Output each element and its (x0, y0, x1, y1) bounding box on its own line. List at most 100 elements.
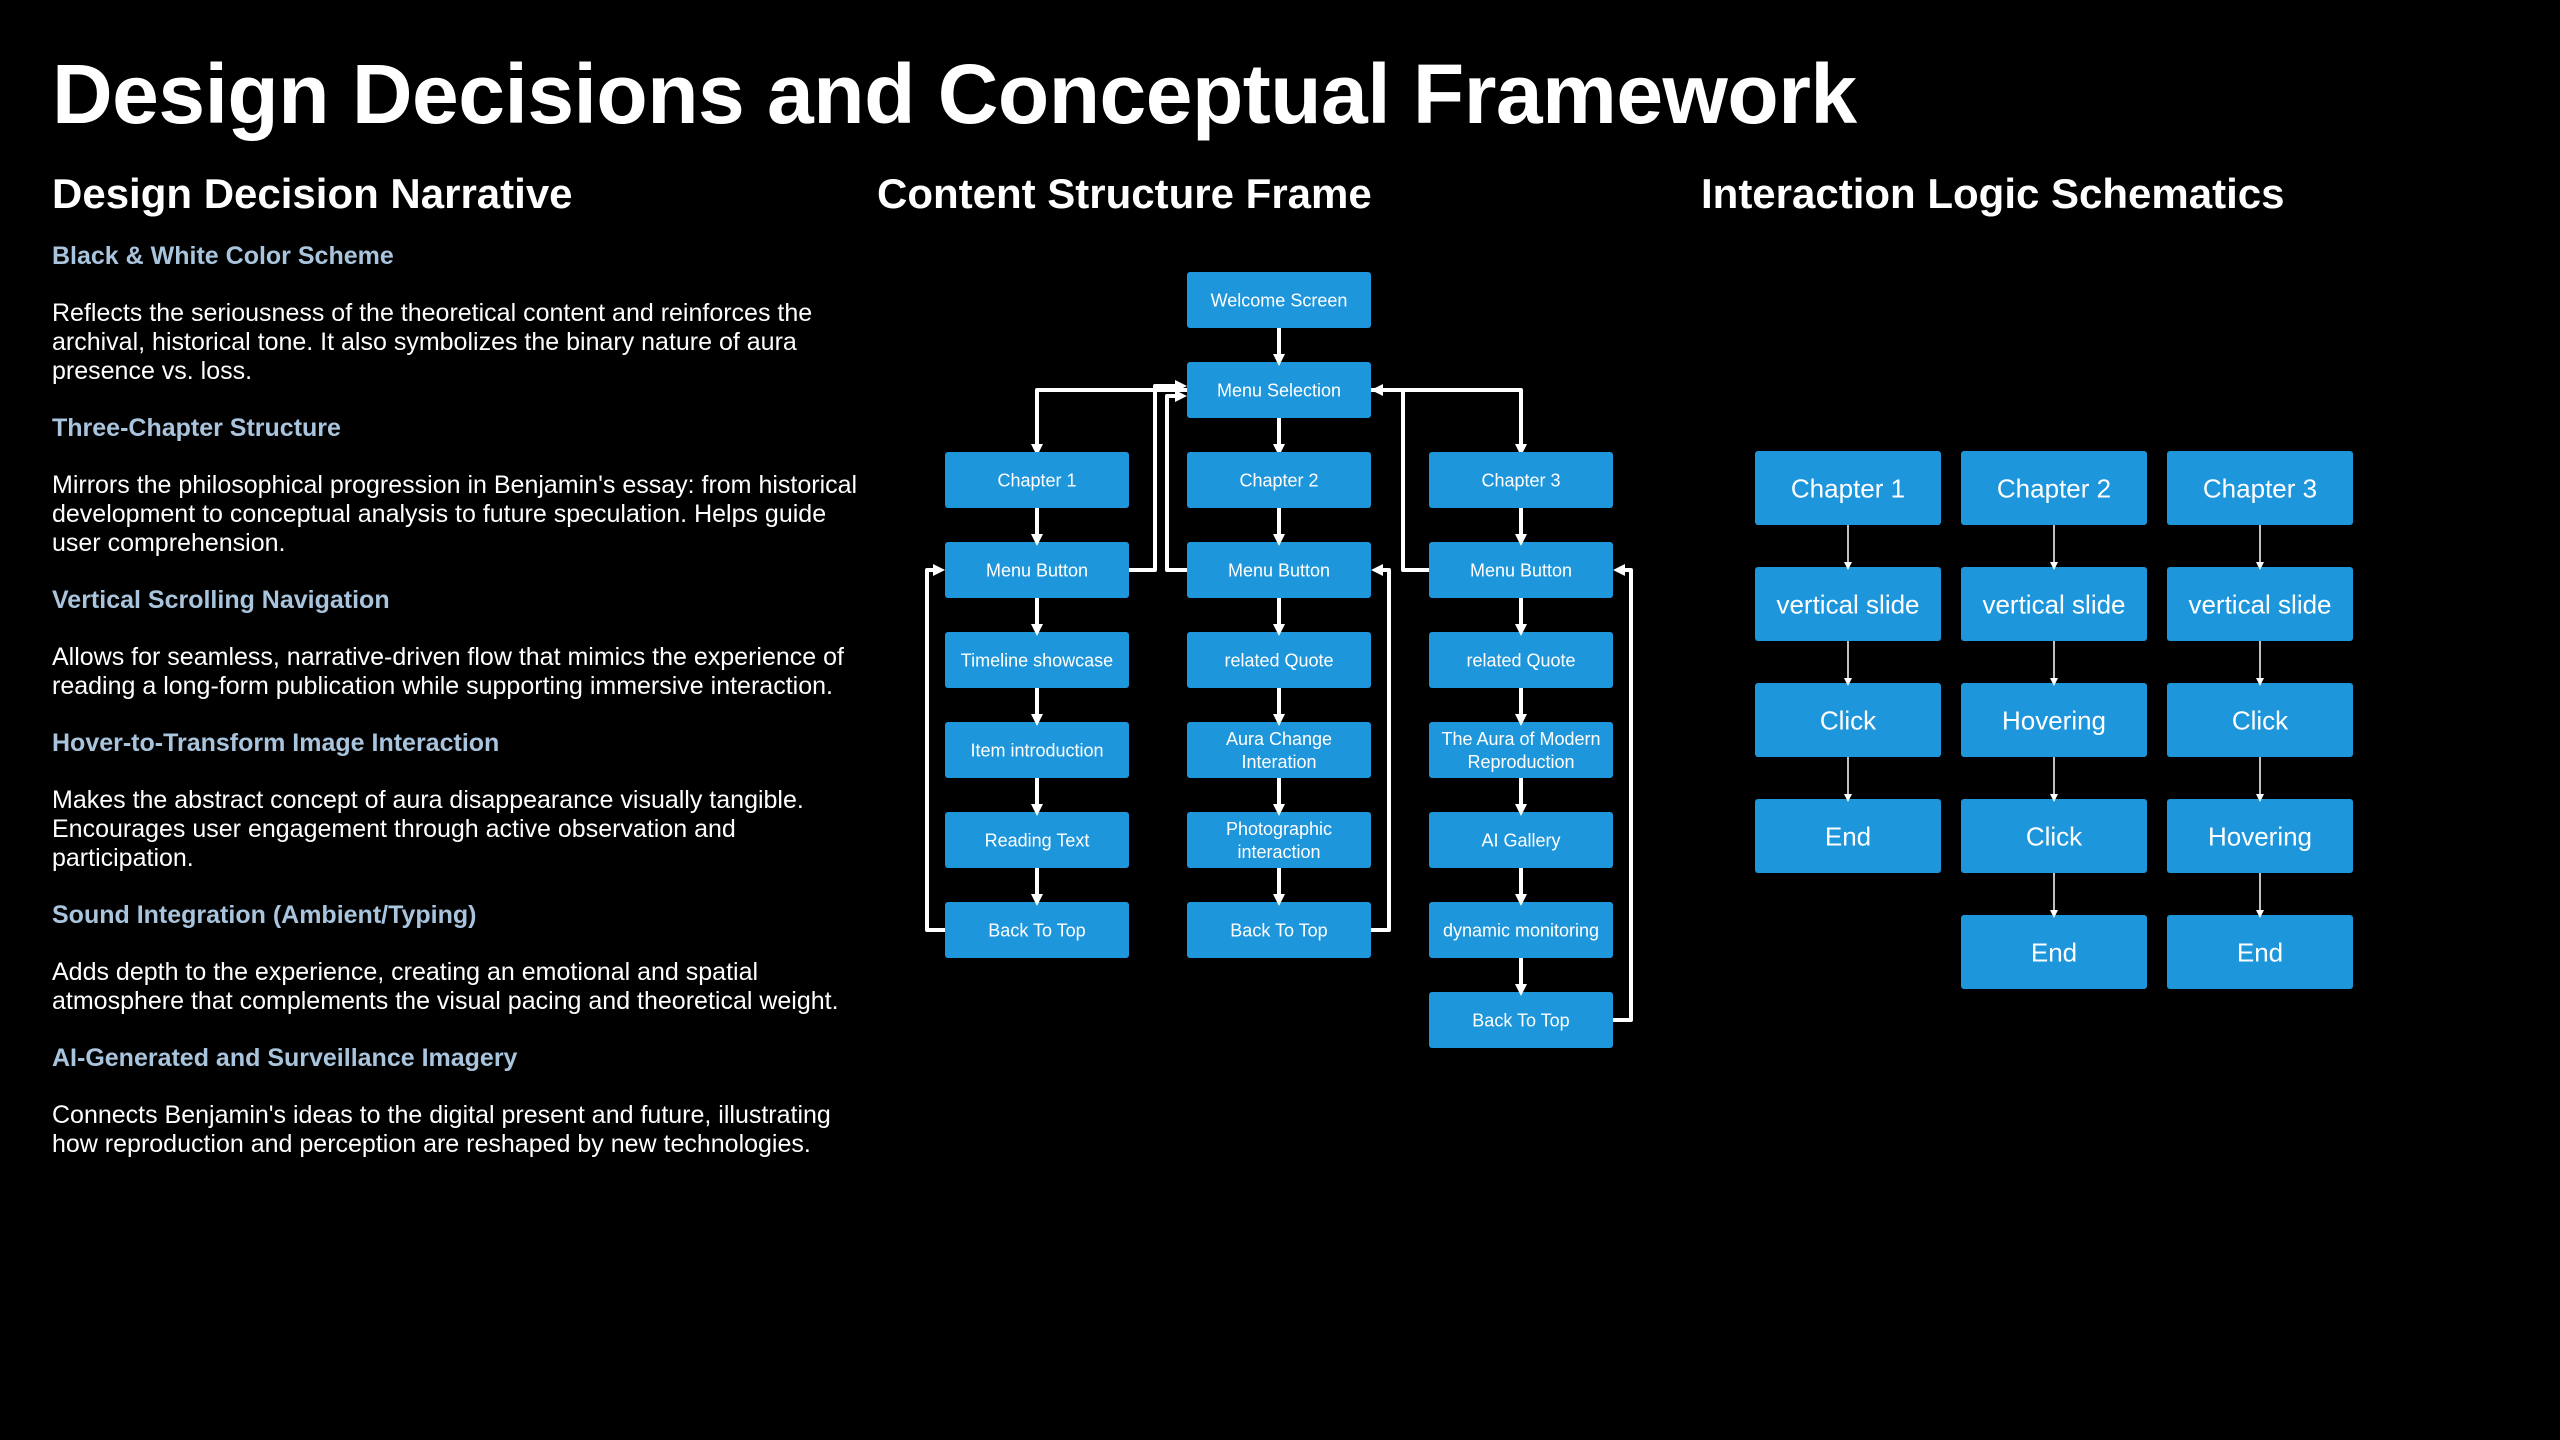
connector-arrow (1165, 390, 1187, 572)
node-box (1187, 902, 1371, 958)
node-back-to-top: Back To Top (1187, 902, 1371, 958)
connector-arrow (1031, 388, 1187, 456)
narrative-item: Vertical Scrolling Navigation Allows for… (52, 586, 872, 701)
node-back-to-top: Back To Top (945, 902, 1129, 958)
node-vertical-slide: vertical slide (2167, 567, 2353, 641)
node-box (945, 722, 1129, 778)
node-label: Chapter 1 (1791, 473, 1905, 503)
node-chapter-1: Chapter 1 (1755, 451, 1941, 525)
connector-arrow (925, 564, 945, 932)
node-label: End (2031, 937, 2077, 967)
node-box (1429, 812, 1613, 868)
node-label: Hovering (2002, 705, 2106, 735)
narrative-item-heading: Hover-to-Transform Image Interaction (52, 729, 500, 757)
narrative-item-body: Adds depth to the experience, creating a… (52, 958, 839, 1015)
node-box (1187, 812, 1371, 868)
node-hovering: Hovering (1961, 683, 2147, 757)
node-chapter-2: Chapter 2 (1961, 451, 2147, 525)
narrative-item: Sound Integration (Ambient/Typing) Adds … (52, 901, 872, 1016)
node-box (1961, 451, 2147, 525)
node-box (2167, 799, 2353, 873)
node-related-quote: related Quote (1187, 632, 1371, 688)
node-ai-gallery: AI Gallery (1429, 812, 1613, 868)
node-label: Back To Top (988, 920, 1085, 940)
node-label: vertical slide (2188, 589, 2331, 619)
node-label: Interation (1241, 752, 1316, 772)
node-click: Click (1961, 799, 2147, 873)
narrative-item-body: Makes the abstract concept of aura disap… (52, 786, 804, 872)
node-box (1187, 362, 1371, 418)
node-label: vertical slide (1776, 589, 1919, 619)
node-related-quote: related Quote (1429, 632, 1613, 688)
node-timeline-showcase: Timeline showcase (945, 632, 1129, 688)
node-box (1187, 542, 1371, 598)
narrative-item: AI-Generated and Surveillance Imagery Co… (52, 1044, 872, 1159)
narrative-item-body: Allows for seamless, narrative-driven fl… (52, 643, 844, 700)
node-box (2167, 915, 2353, 989)
node-box (1429, 632, 1613, 688)
node-label: Aura Change (1226, 729, 1332, 749)
node-box (1961, 683, 2147, 757)
node-back-to-top: Back To Top (1429, 992, 1613, 1048)
node-label: dynamic monitoring (1443, 920, 1599, 940)
design-narrative: Black & White Color Scheme Reflects the … (52, 242, 872, 1187)
node-label: Chapter 3 (1481, 470, 1560, 490)
node-box (1429, 992, 1613, 1048)
node-box (1961, 915, 2147, 989)
interaction-logic-heading: Interaction Logic Schematics (1701, 170, 2285, 217)
node-box (1961, 799, 2147, 873)
node-vertical-slide: vertical slide (1961, 567, 2147, 641)
node-label: vertical slide (1982, 589, 2125, 619)
node-menu-button: Menu Button (945, 542, 1129, 598)
node-box (1429, 902, 1613, 958)
node-label: related Quote (1466, 650, 1575, 670)
node-reading-text: Reading Text (945, 812, 1129, 868)
narrative-item: Black & White Color Scheme Reflects the … (52, 242, 872, 386)
node-vertical-slide: vertical slide (1755, 567, 1941, 641)
node-label: Reproduction (1467, 752, 1574, 772)
node-box (1187, 632, 1371, 688)
node-chapter-1: Chapter 1 (945, 452, 1129, 508)
node-box (1755, 683, 1941, 757)
node-label: Click (2026, 821, 2083, 851)
node-end: End (2167, 915, 2353, 989)
node-box (2167, 683, 2353, 757)
node-label: Photographic (1226, 819, 1332, 839)
node-box (945, 902, 1129, 958)
node-box (945, 812, 1129, 868)
node-box (1961, 567, 2147, 641)
node-box (1429, 452, 1613, 508)
node-label: Hovering (2208, 821, 2312, 851)
node-menu-button: Menu Button (1187, 542, 1371, 598)
node-label: Welcome Screen (1211, 290, 1348, 310)
node-label: Menu Button (986, 560, 1088, 580)
node-label: The Aura of Modern (1441, 729, 1600, 749)
node-label: Back To Top (1472, 1010, 1569, 1030)
node-label: Click (2232, 705, 2289, 735)
node-label: Menu Selection (1217, 380, 1341, 400)
narrative-item: Hover-to-Transform Image Interaction Mak… (52, 729, 872, 873)
node-label: Item introduction (970, 740, 1103, 760)
node-box (1429, 542, 1613, 598)
node-box (945, 632, 1129, 688)
node-chapter-2: Chapter 2 (1187, 452, 1371, 508)
node-box (1429, 722, 1613, 778)
node-label: Back To Top (1230, 920, 1327, 940)
node-label: Chapter 3 (2203, 473, 2317, 503)
node-end: End (1755, 799, 1941, 873)
node-menu-selection: Menu Selection (1187, 362, 1371, 418)
node-click: Click (1755, 683, 1941, 757)
narrative-item-heading: Three-Chapter Structure (52, 414, 341, 442)
node-label: Chapter 2 (1239, 470, 1318, 490)
node-hovering: Hovering (2167, 799, 2353, 873)
narrative-item-body: Mirrors the philosophical progression in… (52, 471, 858, 557)
node-label: End (1825, 821, 1871, 851)
node-label: Menu Button (1228, 560, 1330, 580)
narrative-item: Three-Chapter Structure Mirrors the phil… (52, 414, 872, 558)
node-chapter-3: Chapter 3 (2167, 451, 2353, 525)
connector-arrow (1371, 384, 1429, 572)
connector-arrow (1371, 564, 1391, 932)
